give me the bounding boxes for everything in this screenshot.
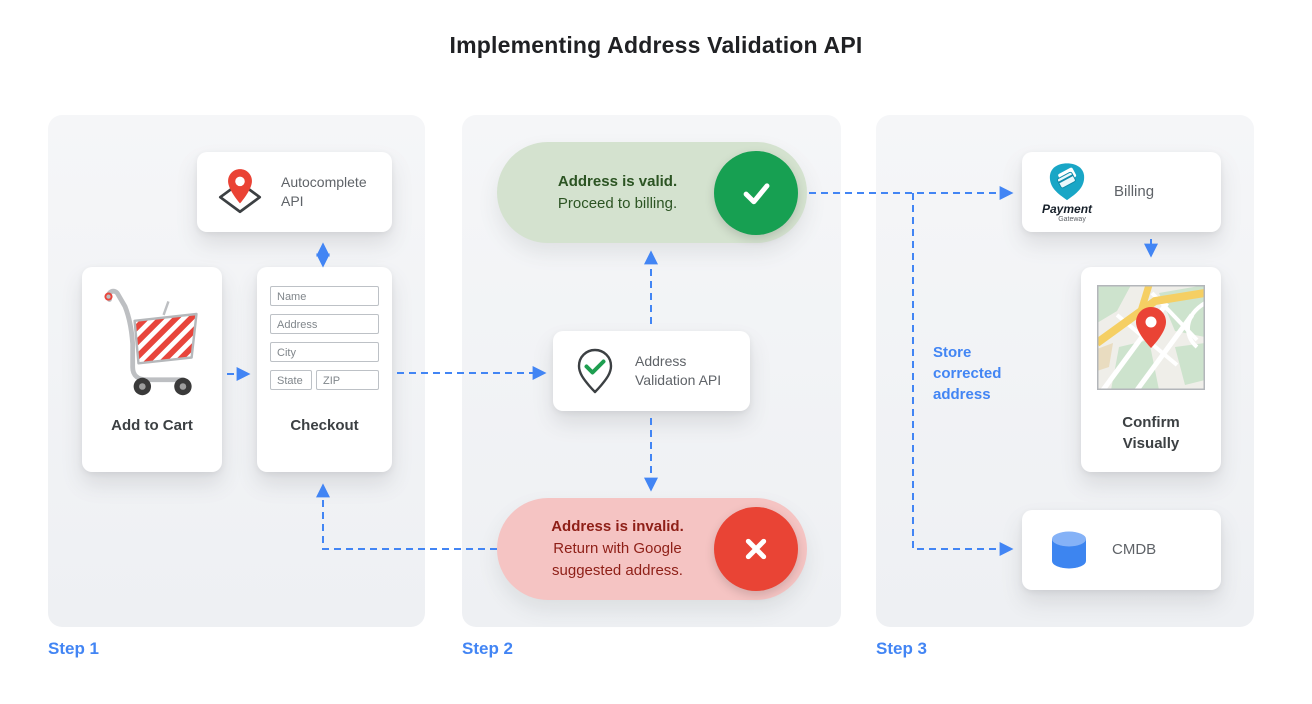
payment-gateway-logo: Payment Gateway [1042,162,1092,223]
step2-label: Step 2 [462,639,514,658]
database-icon [1046,527,1092,573]
billing-card: Payment Gateway Billing [1022,152,1221,232]
address-valid-pill: Address is valid. Proceed to billing. [497,142,807,243]
payment-logo-subtitle: Gateway [1058,215,1086,223]
checkout-card: Name Address City State ZIP Checkout [257,267,392,472]
validation-pin-check-icon [571,347,619,395]
autocomplete-api-card: Autocomplete API [197,152,392,232]
step1-label: Step 1 [48,639,100,658]
payment-logo-title: Payment [1042,201,1093,216]
cmdb-card: CMDB [1022,510,1221,590]
valid-pill-subtitle: Proceed to billing. [557,194,678,212]
page-title: Implementing Address Validation API [449,32,863,58]
invalid-pill-title: Address is invalid. [551,518,684,536]
autocomplete-api-label: Autocomplete API [281,174,367,209]
store-corrected-address-note: Store corrected address [933,344,1002,403]
checkout-label: Checkout [290,417,359,434]
map-thumbnail [1097,285,1205,390]
cmdb-label: CMDB [1112,540,1157,558]
name-field: Name [270,286,379,306]
add-to-cart-card: Add to Cart [82,267,222,472]
invalid-pill-text: Address is invalid. Return with Google s… [497,516,714,581]
x-mark-icon [714,507,798,591]
address-field: Address [270,314,379,334]
address-invalid-pill: Address is invalid. Return with Google s… [497,498,807,600]
add-to-cart-label: Add to Cart [111,417,193,434]
confirm-visually-card: Confirm Visually [1081,267,1221,472]
billing-label: Billing [1114,182,1155,200]
valid-pill-title: Address is valid. [557,172,678,190]
address-validation-api-card: Address Validation API [553,331,750,411]
city-field: City [270,342,379,362]
address-validation-api-label: Address Validation API [635,353,722,388]
valid-pill-text: Address is valid. Proceed to billing. [497,171,714,215]
state-field: State [270,370,312,390]
invalid-pill-subtitle: Return with Google suggested address. [552,540,683,579]
autocomplete-pin-icon [213,165,267,219]
confirm-visually-label: Confirm Visually [1122,414,1180,452]
checkmark-icon [714,150,798,235]
shopping-cart-icon [94,283,210,403]
step3-label: Step 3 [876,639,928,658]
zip-field: ZIP [316,370,379,390]
